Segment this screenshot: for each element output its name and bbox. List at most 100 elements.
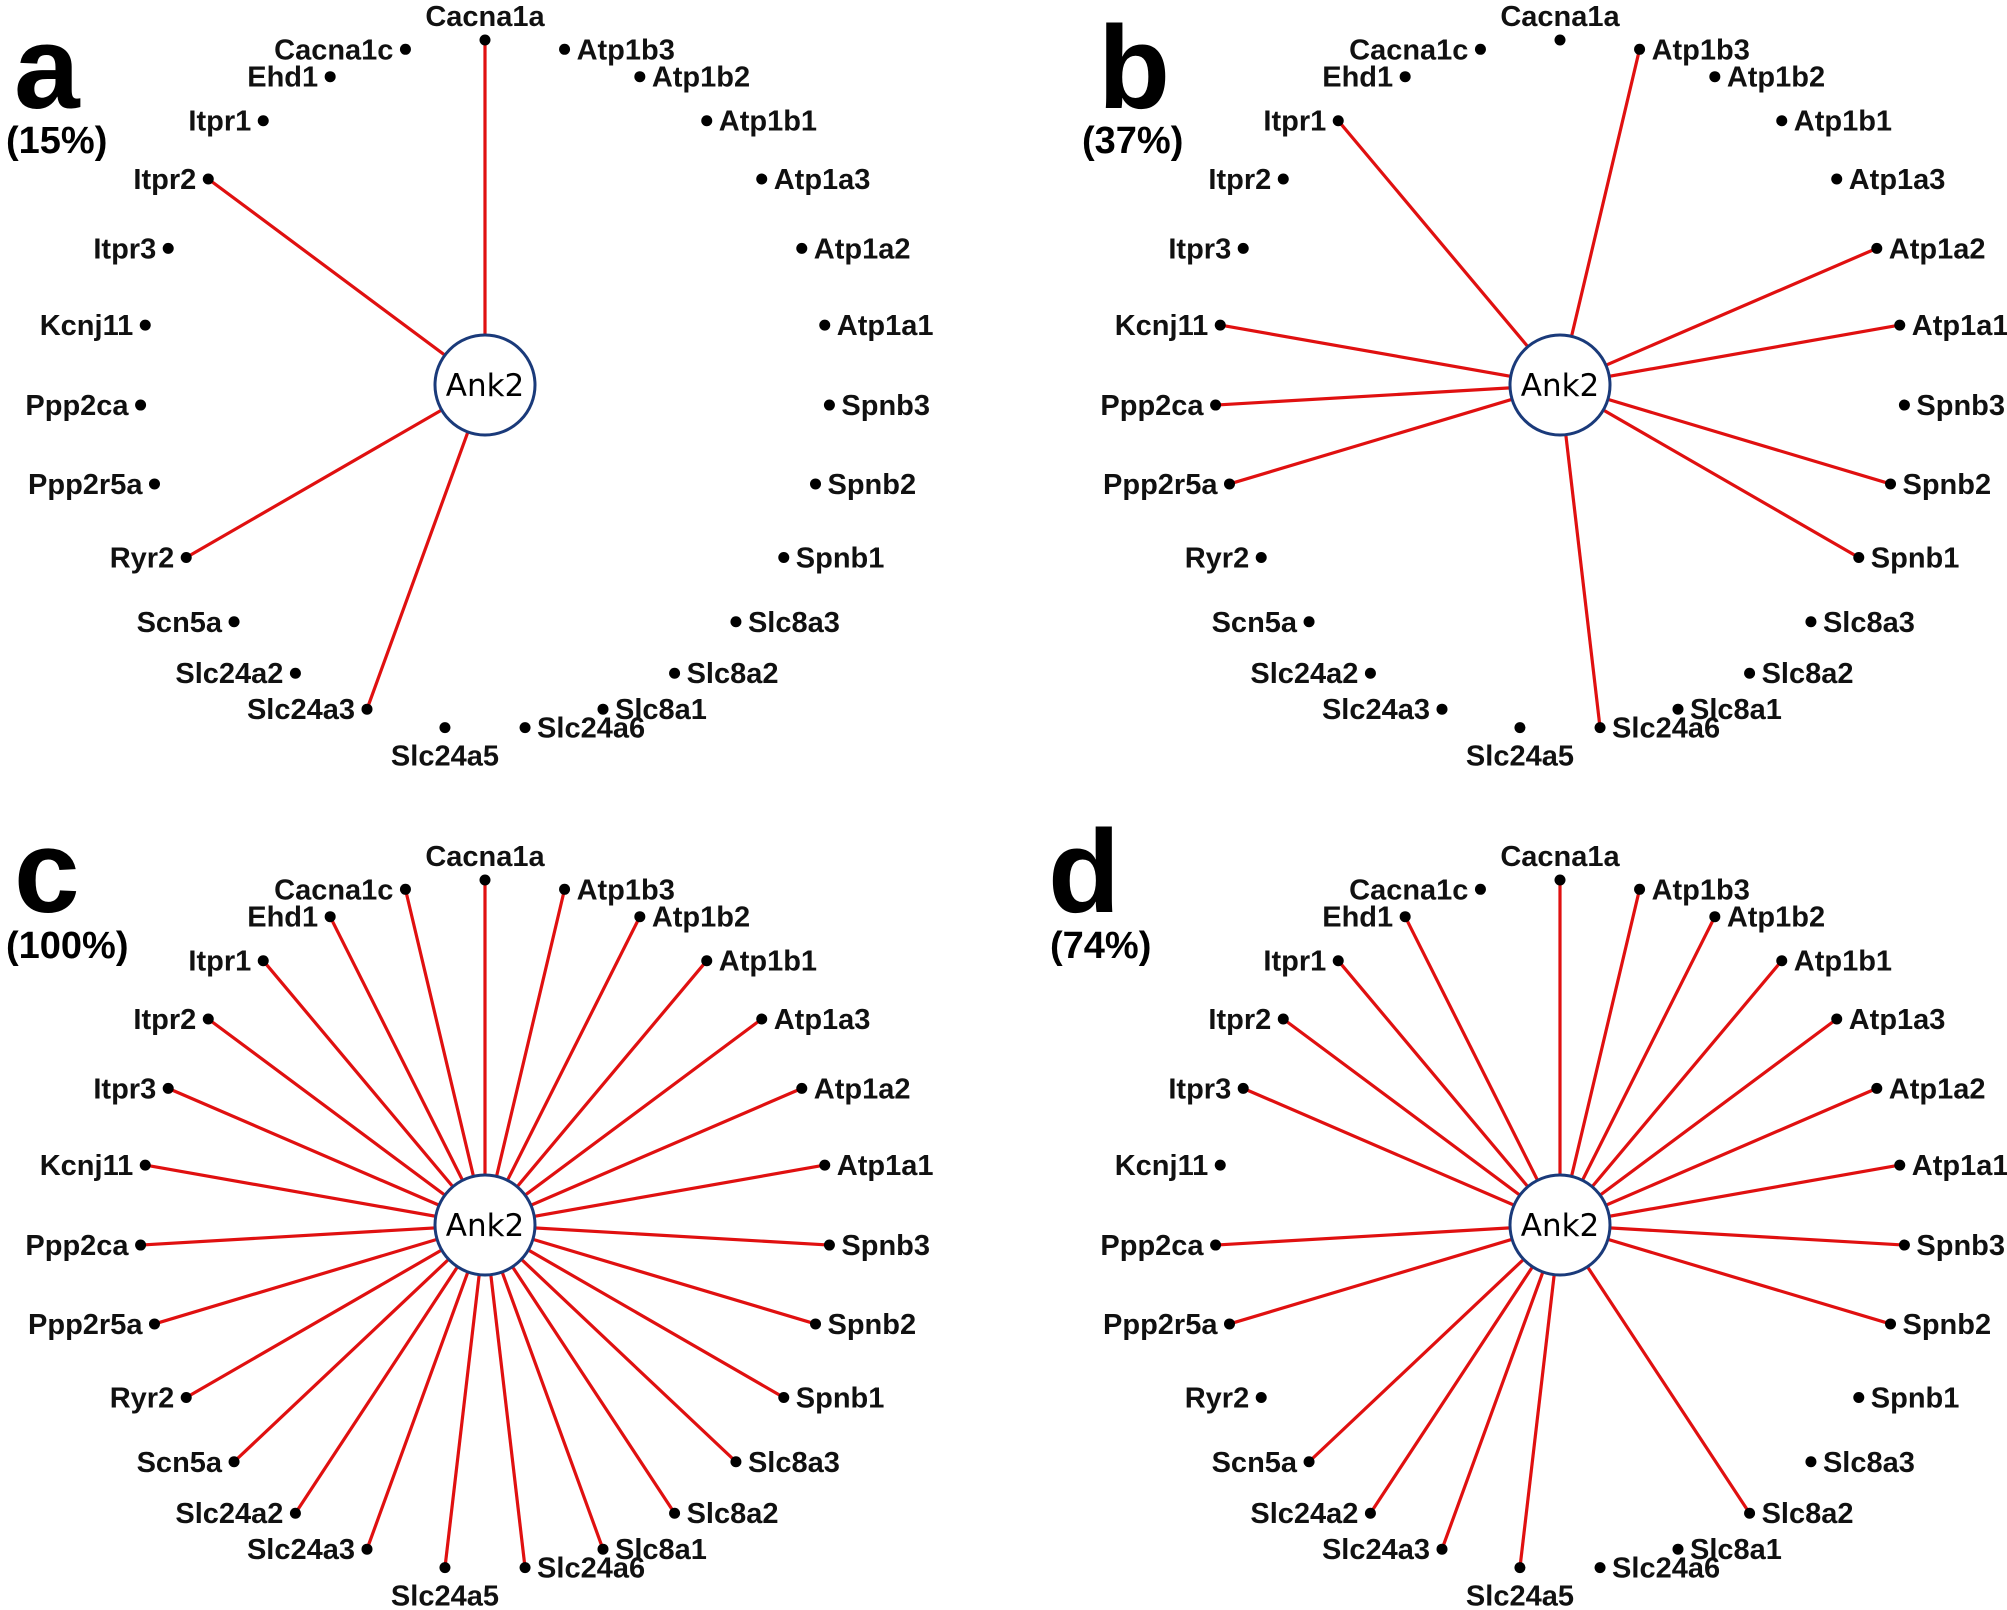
gene-label-slc24a3: Slc24a3 [1322,694,1430,726]
hub-label: Ank2 [446,1208,525,1244]
node-dot-itpr2 [202,1013,214,1025]
gene-label-itpr3: Itpr3 [1168,233,1231,265]
node-dot-slc24a6 [519,1562,531,1574]
node-dot-cacna1a [479,34,491,46]
node-dot-ryr2 [1255,1392,1267,1403]
gene-label-atp1a2: Atp1a2 [1889,1073,1986,1105]
gene-label-slc24a3: Slc24a3 [1322,1534,1430,1566]
node-dot-slc24a5 [439,1562,451,1574]
gene-label-spnb3: Spnb3 [841,1230,930,1262]
gene-label-itpr1: Itpr1 [1263,106,1326,138]
edge-itpr1 [1337,119,1562,387]
node-dot-ppp2ca [1210,1239,1222,1251]
hub-label: Ank2 [446,368,525,404]
node-dot-slc8a3 [1805,616,1817,628]
gene-label-atp1b2: Atp1b2 [1727,62,1825,94]
node-dot-ehd1 [1399,71,1411,83]
node-dot-kcnj11 [1214,319,1226,331]
gene-label-ppp2ca: Ppp2ca [25,390,129,422]
edge-slc24a3 [365,1224,487,1550]
gene-label-slc24a5: Slc24a5 [391,1581,499,1610]
edge-ppp2ca [1215,1223,1561,1247]
edge-atp1b3 [1558,888,1642,1226]
edge-atp1b2 [1558,915,1717,1226]
gene-label-kcnj11: Kcnj11 [1115,1150,1209,1182]
gene-label-itpr1: Itpr1 [188,106,251,138]
panel-letter: a [14,2,81,134]
node-dot-atp1a2 [1871,242,1883,254]
edge-kcnj11 [1219,323,1561,387]
gene-label-itpr2: Itpr2 [1208,164,1271,196]
node-dot-spnb2 [810,1318,822,1330]
node-dot-slc24a6 [1594,722,1606,734]
node-dot-itpr1 [1332,955,1344,967]
gene-label-itpr3: Itpr3 [1168,1073,1231,1105]
gene-label-slc8a3: Slc8a3 [748,1447,840,1479]
gene-label-spnb1: Spnb1 [1871,1383,1960,1415]
gene-label-slc24a5: Slc24a5 [1466,1581,1574,1610]
node-dot-ehd1 [324,71,336,83]
node-dot-slc8a1 [1672,1543,1684,1555]
edge-atp1a2 [1559,246,1878,387]
gene-label-atp1b1: Atp1b1 [1794,106,1892,138]
node-dot-spnb1 [1853,552,1865,563]
gene-label-ehd1: Ehd1 [1322,902,1393,934]
gene-label-atp1a2: Atp1a2 [814,1073,911,1105]
gene-label-atp1a1: Atp1a1 [1912,310,2007,342]
node-dot-kcnj11 [139,319,151,331]
node-dot-slc24a5 [1514,722,1526,734]
node-dot-slc8a3 [730,1456,742,1468]
gene-label-itpr3: Itpr3 [93,233,156,265]
node-dot-atp1a3 [756,173,768,185]
edge-slc24a6 [1558,384,1602,728]
node-dot-cacna1c [399,43,411,55]
gene-label-spnb1: Spnb1 [796,1383,885,1415]
edge-scn5a [232,1223,487,1463]
gene-label-atp1a3: Atp1a3 [1849,1004,1946,1036]
gene-label-ryr2: Ryr2 [1185,543,1250,575]
node-dot-atp1a2 [796,242,808,254]
node-dot-itpr3 [1237,242,1249,254]
hub-label: Ank2 [1521,1208,1600,1244]
gene-label-ppp2ca: Ppp2ca [1100,390,1204,422]
gene-label-slc24a6: Slc24a6 [537,1553,645,1585]
gene-label-atp1b1: Atp1b1 [1794,946,1892,978]
edge-slc24a6 [483,1224,527,1568]
edge-itpr2 [207,1017,486,1227]
node-dot-cacna1c [1474,883,1486,895]
gene-label-cacna1a: Cacna1a [425,1,545,33]
node-dot-spnb1 [1853,1392,1865,1403]
gene-label-slc24a6: Slc24a6 [537,713,645,745]
edge-ryr2 [185,1223,486,1399]
gene-label-ryr2: Ryr2 [110,1383,175,1415]
edge-atp1a2 [1559,1086,1878,1227]
node-dot-ppp2ca [135,399,147,411]
gene-label-slc8a2: Slc8a2 [1762,658,1854,690]
edge-ppp2ca [140,1223,486,1247]
gene-label-atp1b1: Atp1b1 [719,946,817,978]
node-dot-slc24a2 [289,1507,301,1519]
node-dot-atp1a1 [1894,1159,1906,1171]
edge-atp1a1 [1559,1163,1901,1227]
node-dot-atp1b3 [1634,43,1646,55]
gene-label-cacna1a: Cacna1a [425,841,545,873]
node-dot-atp1b3 [1634,883,1646,895]
gene-label-itpr1: Itpr1 [1263,946,1326,978]
edge-ppp2ca [1215,383,1561,407]
edge-atp1b1 [1558,959,1783,1227]
node-dot-slc24a2 [289,667,301,679]
gene-label-slc24a6: Slc24a6 [1612,1553,1720,1585]
panel-letter: d [1048,806,1120,938]
gene-label-slc8a2: Slc8a2 [687,658,779,690]
edge-atp1b3 [1558,48,1642,386]
node-dot-ppp2r5a [148,1318,160,1330]
node-dot-ryr2 [1255,552,1267,563]
edge-slc24a2 [294,1224,487,1515]
gene-label-itpr3: Itpr3 [93,1073,156,1105]
gene-label-atp1b1: Atp1b1 [719,106,817,138]
node-dot-cacna1c [399,883,411,895]
node-dot-ppp2ca [135,1239,147,1251]
node-dot-atp1a2 [796,1082,808,1094]
edge-itpr3 [167,1086,486,1227]
